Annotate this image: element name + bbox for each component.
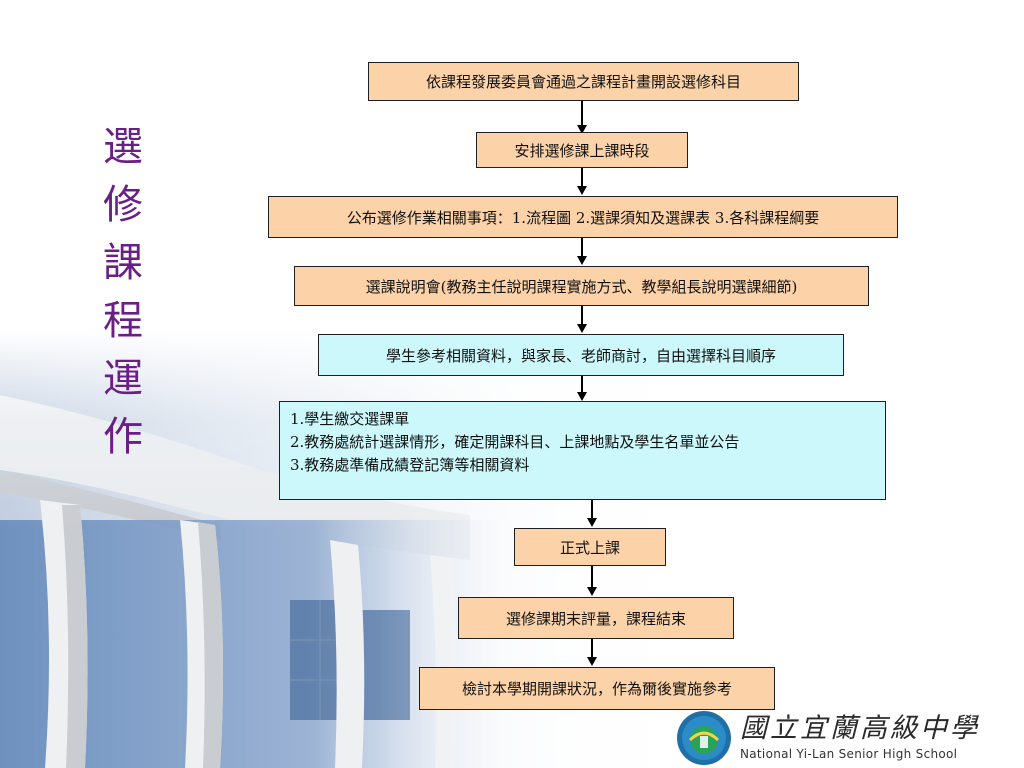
step-box-4: 選課說明會(教務主任說明課程實施方式、教學組長說明選課細節) <box>294 266 869 306</box>
title-char: 課 <box>103 240 143 286</box>
step-box-6: 1.學生繳交選課單 2.教務處統計選課情形，確定開課科目、上課地點及學生名單並公… <box>279 401 886 500</box>
step-box-9: 檢討本學期開課狀況，作為爾後實施參考 <box>419 667 775 710</box>
step-text-8: 選修課期末評量，課程結束 <box>505 609 686 628</box>
title-char: 選 <box>103 124 143 170</box>
step-text-7: 正式上課 <box>559 538 620 557</box>
title-char: 程 <box>103 298 143 344</box>
step-text-1: 依課程發展委員會通過之課程計畫開設選修科目 <box>425 73 741 91</box>
title-char: 作 <box>103 414 143 460</box>
title-char: 修 <box>103 182 143 228</box>
step-text-9: 檢討本學期開課狀況，作為爾後實施參考 <box>461 680 732 698</box>
vertical-title: 選 修 課 程 運 作 <box>98 118 148 466</box>
step-box-8: 選修課期末評量，課程結束 <box>458 597 734 639</box>
step-box-1: 依課程發展委員會通過之課程計畫開設選修科目 <box>368 62 799 101</box>
step-box-5: 學生參考相關資料，與家長、老師商討，自由選擇科目順序 <box>318 334 844 376</box>
title-char: 運 <box>103 356 143 402</box>
step-text-4: 選課說明會(教務主任說明課程實施方式、教學組長說明選課細節) <box>365 277 798 296</box>
step-box-7: 正式上課 <box>514 528 666 566</box>
step-6-line-1: 1.學生繳交選課單 <box>290 410 410 428</box>
step-6-line-2: 2.教務處統計選課情形，確定開課科目、上課地點及學生名單並公告 <box>290 433 740 451</box>
school-emblem-icon <box>677 711 731 765</box>
step-box-2: 安排選修課上課時段 <box>476 132 688 168</box>
step-text-3: 公布選修作業相關事項：1.流程圖 2.選課須知及選課表 3.各科課程綱要 <box>346 208 820 227</box>
step-6-line-3: 3.教務處準備成績登記簿等相關資料 <box>290 456 530 474</box>
step-box-3: 公布選修作業相關事項：1.流程圖 2.選課須知及選課表 3.各科課程綱要 <box>268 196 898 238</box>
step-text-2: 安排選修課上課時段 <box>514 141 650 160</box>
school-logo-area: 國立宜蘭高級中學 National Yi-Lan Senior High Sch… <box>676 700 996 768</box>
school-name-english: National Yi-Lan Senior High School <box>740 747 958 761</box>
step-text-5: 學生參考相關資料，與家長、老師商討，自由選擇科目順序 <box>385 346 776 365</box>
school-name-chinese: 國立宜蘭高級中學 <box>740 713 980 744</box>
